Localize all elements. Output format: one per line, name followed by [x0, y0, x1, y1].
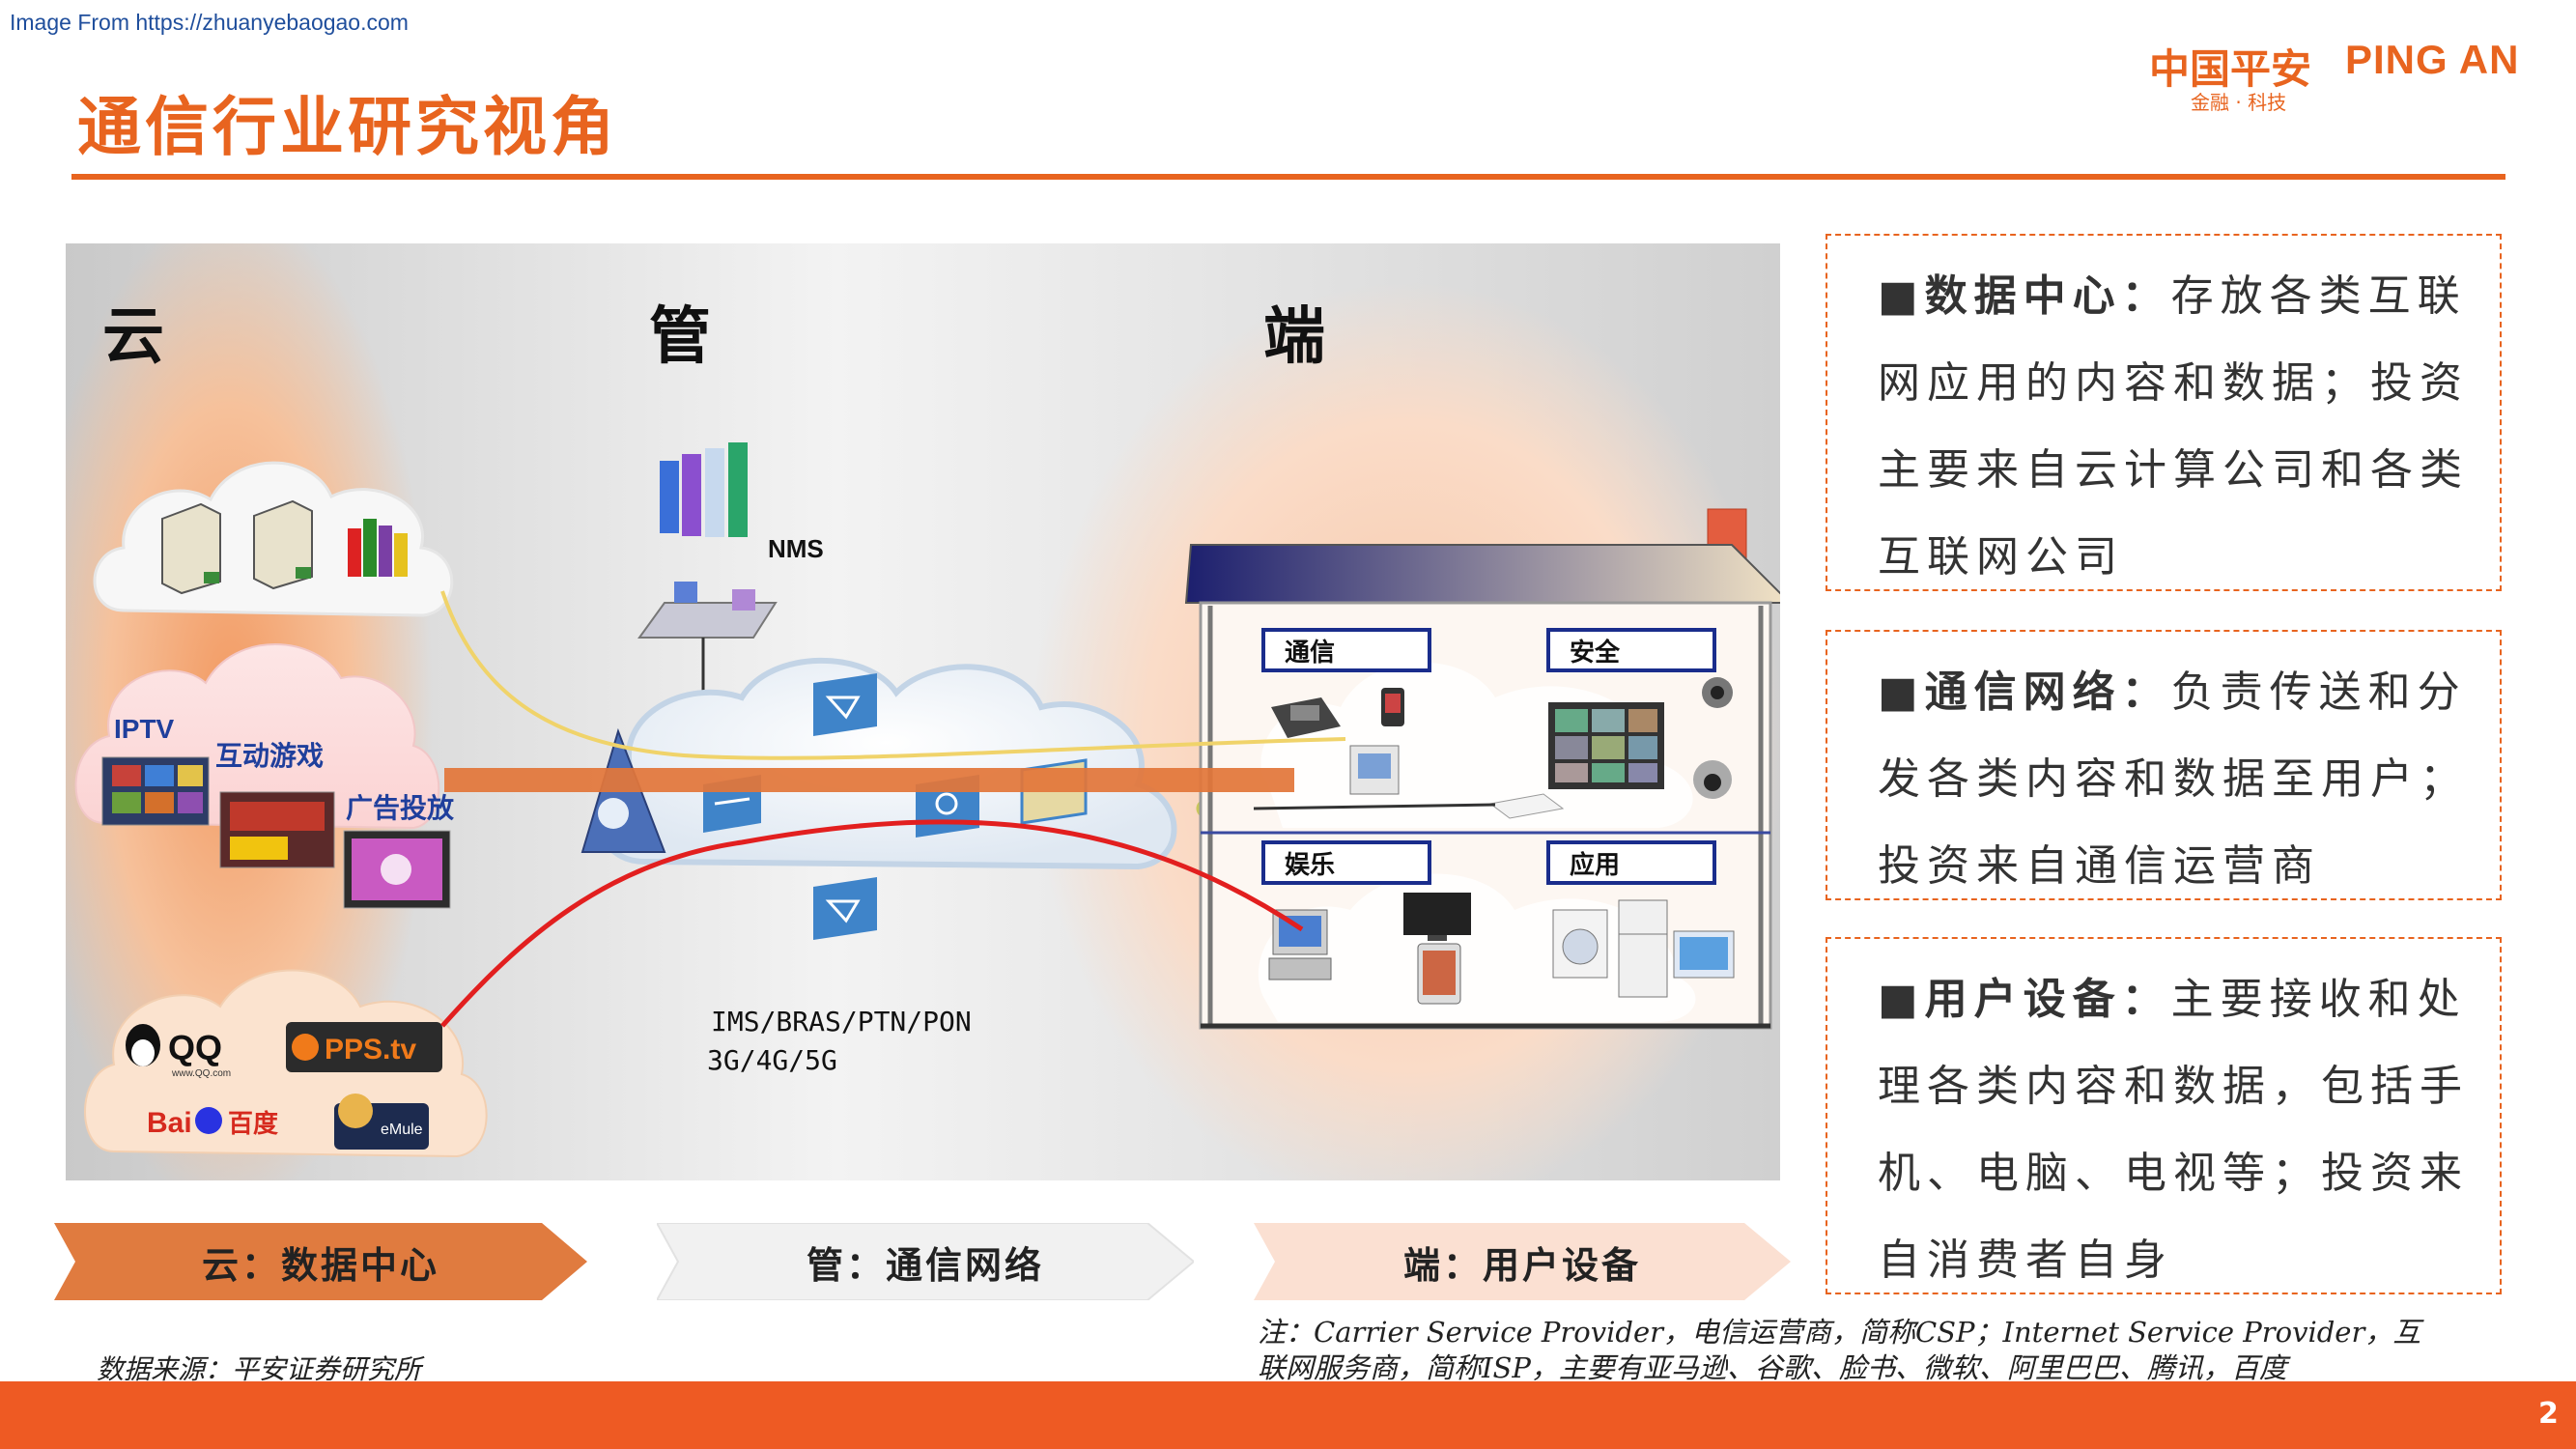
svg-text:QQ: QQ [168, 1028, 222, 1067]
desc-term-datacenter: ■数据中心： [1878, 271, 2171, 321]
title-rule [71, 174, 2505, 180]
desc-box-devices: ■用户设备：主要接收和处 理各类内容和数据，包括手 机、电脑、电视等；投资来 自… [1826, 937, 2502, 1294]
svg-text:娱乐: 娱乐 [1285, 851, 1335, 880]
logo-cn: 中国平安 [2149, 45, 2312, 93]
desc-box-network: ■通信网络：负责传送和分 发各类内容和数据至用户； 投资来自通信运营商 [1826, 630, 2502, 900]
page-title: 通信行业研究视角 [77, 89, 618, 164]
svg-text:安全: 安全 [1570, 638, 1621, 668]
phase-label-cloud: 云：数据中心 [201, 1242, 439, 1287]
router-icon [813, 877, 877, 940]
server-icon [161, 502, 221, 595]
isp-cloud: QQ www.QQ.com PPS.tv Bai 百度 eMule [84, 969, 488, 1158]
iptv-label: IPTV [114, 714, 175, 744]
room-label-apps: 应用 [1546, 840, 1716, 885]
header-end: 端 [1263, 300, 1325, 373]
desc-line: 互联网公司 [1878, 532, 2124, 582]
fridge-icon [1618, 899, 1668, 998]
header-cloud: 云 [102, 300, 164, 373]
svg-text:eMule: eMule [381, 1122, 423, 1138]
svg-text:www.QQ.com: www.QQ.com [171, 1068, 231, 1079]
phase-label-pipe: 管：通信网络 [806, 1242, 1044, 1287]
server-cloud [93, 461, 454, 617]
dome-camera-icon [1693, 760, 1732, 799]
content-cloud: IPTV 互动游戏 广告投放 [74, 643, 455, 909]
desc-line: 自消费者自身 [1878, 1236, 2173, 1285]
ads-label: 广告投放 [346, 792, 455, 824]
phase-arrow-cloud: 云：数据中心 [54, 1223, 587, 1300]
nms-servers: NMS [637, 442, 824, 697]
desc-box-datacenter: ■数据中心：存放各类互联 网应用的内容和数据；投资 主要来自云计算公司和各类 互… [1826, 234, 2502, 591]
desc-term-devices: ■用户设备： [1878, 975, 2171, 1024]
database-icon [348, 519, 408, 577]
svg-text:百度: 百度 [228, 1109, 278, 1139]
page-number: 2 [2538, 1397, 2559, 1431]
emule-logo: eMule [334, 1094, 429, 1150]
desktop-pc-icon [1268, 909, 1332, 980]
watermark: Image From https://zhuanyebaogao.com [10, 10, 409, 35]
network-tech-line-2: 3G/4G/5G [707, 1044, 837, 1076]
qq-logo: QQ www.QQ.com [126, 1024, 231, 1079]
desc-term-network: ■通信网络： [1878, 668, 2171, 717]
roof [1184, 544, 1780, 604]
header-pipe: 管 [649, 300, 711, 373]
server-icon [253, 499, 313, 590]
desc-line: ■用户设备：主要接收和处 [1878, 975, 2467, 1024]
desc-line: 投资来自通信运营商 [1878, 841, 2321, 891]
desc-line: 主要来自云计算公司和各类 [1878, 445, 2469, 495]
phase-arrow-pipe: 管：通信网络 [657, 1223, 1194, 1300]
network-tech-line-1: IMS/BRAS/PTN/PON [711, 1006, 972, 1037]
footnote-line-1: 注：Carrier Service Provider，电信运营商，简称CSP；I… [1258, 1316, 2421, 1349]
footnote-line-2: 联网服务商，简称ISP，主要有亚马逊、谷歌、脸书、微软、阿里巴巴、腾讯，百度 [1258, 1351, 2287, 1384]
camera-icon [1702, 677, 1733, 708]
mobile-icon [1381, 688, 1404, 726]
phase-label-end: 端：用户设备 [1402, 1242, 1641, 1287]
surveillance-monitor-icon [1548, 702, 1664, 789]
phase-arrow-end: 端：用户设备 [1254, 1223, 1791, 1300]
tv-icon [1403, 893, 1471, 941]
monitor-icon [1673, 930, 1735, 979]
svg-text:PPS.tv: PPS.tv [325, 1034, 416, 1065]
room-label-entertainment: 娱乐 [1261, 840, 1431, 885]
footer-bar [0, 1381, 2576, 1449]
phone-icon [1271, 697, 1341, 738]
logo-en: PING AN [2345, 37, 2520, 82]
desc-line: ■通信网络：负责传送和分 [1878, 668, 2467, 717]
desc-line: 发各类内容和数据至用户； [1878, 754, 2469, 804]
svg-text:应用: 应用 [1570, 850, 1620, 880]
room-label-comm: 通信 [1261, 628, 1431, 672]
tablet-icon [1417, 943, 1461, 1005]
desc-line: 理各类内容和数据，包括手 [1878, 1062, 2469, 1111]
desc-line: 机、电脑、电视等；投资来 [1878, 1149, 2469, 1198]
svg-text:Bai: Bai [147, 1107, 192, 1139]
svg-text:通信: 通信 [1285, 639, 1335, 668]
desc-line: ■数据中心：存放各类互联 [1878, 271, 2467, 321]
red-link [440, 819, 1304, 1028]
game-label: 互动游戏 [215, 740, 324, 772]
cloud-pipe-end-diagram: 云 管 端 IPTV 互动游戏 广告投放 [66, 243, 1780, 1180]
router-device-icon [1488, 793, 1565, 819]
yellow-link [440, 590, 1346, 760]
room-label-security: 安全 [1546, 628, 1716, 672]
baidu-logo: Bai 百度 [147, 1107, 278, 1139]
home-building: 通信 安全 娱乐 应用 [1184, 508, 1780, 1030]
house-link [1253, 803, 1496, 810]
videophone-icon [1349, 745, 1400, 795]
logo-subtitle: 金融 · 科技 [2191, 91, 2287, 114]
orange-band [444, 768, 1294, 792]
router-icon [813, 673, 877, 736]
washing-machine-icon [1552, 909, 1608, 979]
desc-line: 网应用的内容和数据；投资 [1878, 358, 2469, 408]
nms-label: NMS [768, 534, 824, 563]
data-source: 数据来源：平安证券研究所 [97, 1353, 422, 1385]
pps-logo: PPS.tv [286, 1022, 442, 1072]
